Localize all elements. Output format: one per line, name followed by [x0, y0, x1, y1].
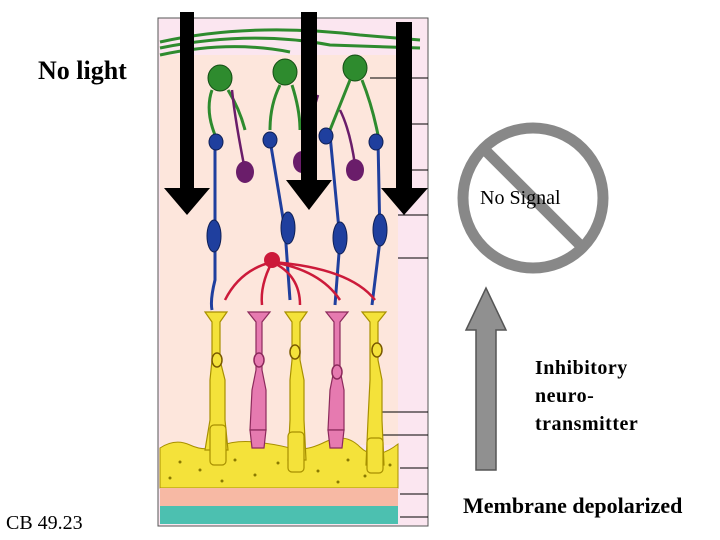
cell-layer-zone — [160, 55, 398, 445]
signal-arrow-up — [464, 286, 508, 471]
no-signal-sign — [457, 122, 609, 274]
figure-reference: CB 49.23 — [6, 512, 83, 534]
light-arrow-3 — [381, 22, 428, 215]
light-arrow-1 — [164, 12, 210, 215]
no-light-label: No light — [38, 56, 127, 85]
light-arrow-2 — [286, 12, 332, 210]
ganglion-dendrites — [207, 79, 380, 136]
layer-marker-lines — [370, 77, 428, 518]
sclera-band — [160, 506, 398, 524]
bipolar-cells — [206, 127, 388, 311]
cone-nuclei — [253, 352, 343, 380]
no-signal-label: No Signal — [480, 187, 561, 209]
inhibitory-neurotransmitter-label: Inhibitory neuro- transmitter — [535, 357, 639, 435]
rod-cells — [203, 311, 388, 466]
light-arrows — [164, 12, 428, 215]
horizontal-cell — [223, 252, 376, 306]
choroid-band — [160, 488, 398, 506]
rod-outer-segments — [209, 424, 384, 474]
rod-nuclei — [211, 342, 383, 368]
membrane-depolarized-label: Membrane depolarized — [463, 493, 683, 518]
epithelium-granules — [168, 458, 392, 484]
ganglion-cells — [207, 54, 368, 92]
